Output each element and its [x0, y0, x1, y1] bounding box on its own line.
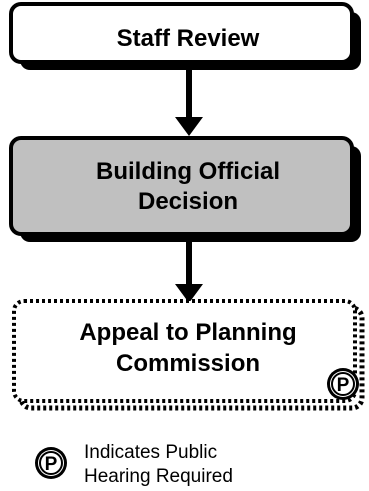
- decision-label-line1: Building Official: [96, 158, 280, 185]
- legend-badge-letter: P: [45, 454, 58, 475]
- badge-inner-ring: [330, 371, 356, 397]
- arrow-shaft: [186, 64, 192, 119]
- appeal-box: [12, 299, 357, 403]
- badge-inner-outline: [331, 372, 355, 396]
- public-hearing-badge: P: [327, 368, 359, 400]
- arrow-decision-to-appeal: [175, 238, 203, 303]
- appeal-label-line1: Appeal to Planning: [79, 319, 296, 346]
- appeal-label-line2: Commission: [116, 350, 260, 377]
- arrow-head: [175, 117, 203, 136]
- staff-review-node: Staff Review: [9, 2, 361, 70]
- legend-text-line2: Hearing Required: [84, 466, 233, 487]
- appeal-node: Appeal to Planning Commission P: [12, 299, 365, 411]
- legend-badge-inner-outline: [39, 451, 63, 475]
- staff-review-label: Staff Review: [117, 25, 260, 52]
- legend-text-line1: Indicates Public: [84, 442, 217, 463]
- building-official-decision-node: Building Official Decision: [9, 136, 361, 242]
- legend-badge-inner-ring: [38, 450, 64, 476]
- badge-letter: P: [337, 375, 350, 396]
- decision-label-line2: Decision: [138, 188, 238, 215]
- legend: P Indicates Public Hearing Required: [35, 442, 233, 487]
- arrow-head: [175, 284, 203, 303]
- arrow-shaft: [186, 238, 192, 286]
- decision-box: [9, 136, 354, 236]
- arrow-staff-to-decision: [175, 64, 203, 136]
- legend-badge-icon: P: [35, 447, 67, 479]
- staff-review-box: [9, 2, 354, 64]
